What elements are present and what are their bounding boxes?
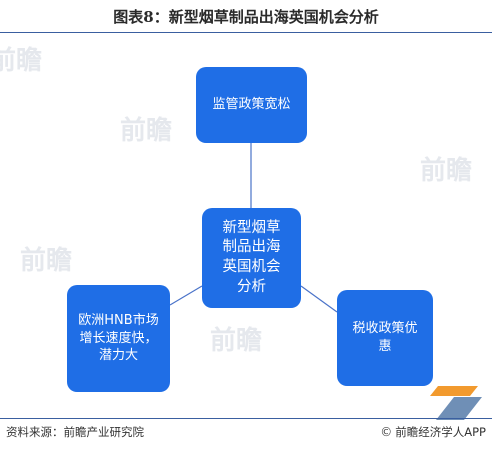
node-center-line: 新型烟草 xyxy=(222,219,281,236)
source-note: 资料来源：前瞻产业研究院 xyxy=(6,425,144,439)
node-tax-line: 税收政策优 xyxy=(352,321,418,337)
page-title: 图表8：新型烟草制品出海英国机会分析 xyxy=(113,8,379,26)
node-tax-line: 惠 xyxy=(378,339,392,354)
node-center-line: 制品出海 xyxy=(222,239,281,256)
brand-credit: © 前瞻经济学人APP xyxy=(380,424,486,440)
connector-right xyxy=(300,285,338,313)
node-market-line: 潜力大 xyxy=(98,348,138,364)
node-tax-policy: 税收政策优 惠 xyxy=(337,290,433,386)
title-divider xyxy=(0,32,492,33)
node-market-line: 增长速度快， xyxy=(79,330,158,346)
node-regulation: 监管政策宽松 xyxy=(196,67,307,143)
node-regulation-line: 监管政策宽松 xyxy=(212,97,291,113)
connector-left xyxy=(169,285,203,306)
node-center-topic: 新型烟草 制品出海 英国机会 分析 xyxy=(202,208,301,308)
footer-divider xyxy=(0,418,492,419)
node-center-line: 分析 xyxy=(237,278,266,295)
node-market-growth: 欧洲HNB市场 增长速度快， 潜力大 xyxy=(67,285,170,392)
node-market-line: 欧洲HNB市场 xyxy=(78,313,159,329)
qianzhan-logo-icon xyxy=(430,386,482,420)
copyright-icon: © xyxy=(380,425,393,439)
brand-name: 前瞻经济学人APP xyxy=(395,425,486,439)
node-center-line: 英国机会 xyxy=(222,259,281,275)
